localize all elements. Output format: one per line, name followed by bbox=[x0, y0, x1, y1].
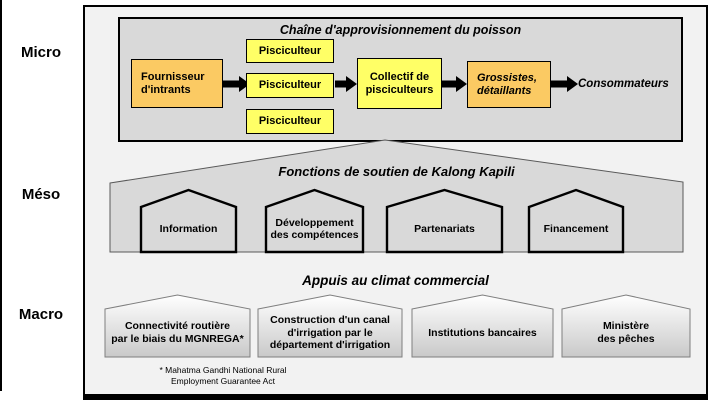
support-house-label: Information bbox=[159, 223, 218, 236]
climate-house-fisheries-ministry: Ministère des pêches bbox=[561, 294, 691, 358]
support-house-information: Information bbox=[139, 188, 238, 254]
level-label-micro: Micro bbox=[20, 44, 61, 61]
climate-house-label: Connectivité routière par le biais du MG… bbox=[111, 320, 244, 345]
house-shape bbox=[385, 188, 504, 254]
climate-house-label: Construction d'un canal d'irrigation par… bbox=[269, 314, 391, 351]
supply-chain-title: Chaîne d'approvisionnement du poisson bbox=[279, 23, 522, 37]
level-label-meso: Méso bbox=[21, 186, 61, 203]
house-shape bbox=[257, 294, 403, 358]
business-climate-title: Appuis au climat commercial bbox=[302, 273, 489, 288]
wholesalers-retailers-box: Grossistes, détaillants bbox=[467, 61, 551, 108]
diagram-frame: Chaîne d'approvisionnement du poisson Fo… bbox=[83, 5, 708, 400]
support-house-skills: Développement des compétences bbox=[264, 188, 365, 254]
support-house-partnerships: Partenariats bbox=[385, 188, 504, 254]
support-house-label: Partenariats bbox=[414, 223, 475, 236]
support-house-financing: Financement bbox=[527, 188, 625, 254]
supply-chain-panel: Chaîne d'approvisionnement du poisson Fo… bbox=[118, 17, 683, 142]
support-functions-title: Fonctions de soutien de Kalong Kapili bbox=[278, 164, 515, 179]
house-shape bbox=[104, 294, 251, 358]
house-shape bbox=[139, 188, 238, 254]
house-shape bbox=[527, 188, 625, 254]
climate-house-label: Ministère des pêches bbox=[597, 320, 655, 345]
support-house-label: Financement bbox=[543, 223, 609, 236]
climate-house-banking-institutions: Institutions bancaires bbox=[411, 294, 554, 358]
climate-house-irrigation-canal: Construction d'un canal d'irrigation par… bbox=[257, 294, 403, 358]
level-label-macro: Macro bbox=[18, 306, 64, 323]
input-supplier-box: Fournisseur d'intrants bbox=[131, 59, 223, 108]
house-shape bbox=[411, 294, 554, 358]
arrow-icon bbox=[335, 76, 357, 92]
arrow-icon bbox=[442, 76, 467, 92]
fish-farmer-box-1: Pisciculteur bbox=[246, 39, 334, 63]
consumers-label: Consommateurs bbox=[578, 78, 669, 90]
left-edge-line bbox=[0, 0, 2, 391]
climate-house-road-connectivity: Connectivité routière par le biais du MG… bbox=[104, 294, 251, 358]
fish-farmer-box-3: Pisciculteur bbox=[246, 109, 334, 134]
climate-house-label: Institutions bancaires bbox=[428, 326, 537, 339]
house-shape bbox=[264, 188, 365, 254]
arrow-icon bbox=[550, 76, 578, 92]
support-house-label: Développement des compétences bbox=[270, 216, 359, 242]
fish-farmer-box-2: Pisciculteur bbox=[246, 73, 334, 98]
mgnrega-footnote: * Mahatma Gandhi National Rural Employme… bbox=[159, 365, 287, 387]
farmers-collective-box: Collectif de pisciculteurs bbox=[357, 58, 442, 109]
house-shape bbox=[561, 294, 691, 358]
